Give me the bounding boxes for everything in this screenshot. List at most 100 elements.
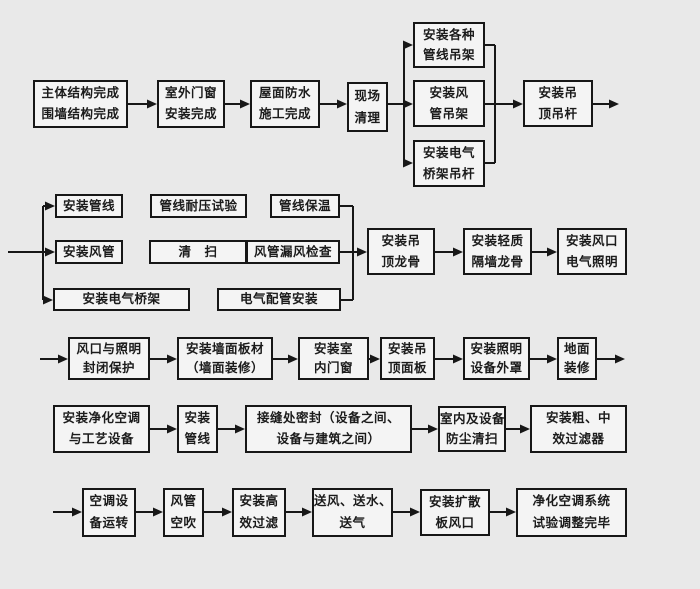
flow-node-label: 管线保温 bbox=[278, 199, 331, 213]
flow-node-install-pipeline-hangers: 安装各种管线吊架 bbox=[413, 22, 485, 68]
arrowhead-icon bbox=[615, 354, 625, 364]
flow-node-label: 地面 bbox=[563, 342, 590, 356]
flow-node-label: 管线耐压试验 bbox=[159, 199, 238, 213]
arrowhead-icon bbox=[506, 507, 516, 517]
flow-node-install-duct-hangers: 安装风管吊架 bbox=[413, 80, 485, 127]
flow-node-label: 室内及设备 bbox=[440, 412, 506, 426]
flow-node-label: 板风口 bbox=[435, 515, 475, 530]
flow-node-label: 安装电气 bbox=[422, 146, 475, 160]
flow-node-install-interior-doors: 安装室内门窗 bbox=[298, 337, 369, 380]
flow-node-label: 顶面板 bbox=[387, 360, 427, 375]
flow-node-label: 安装粗、中 bbox=[545, 411, 611, 425]
arrowhead-icon bbox=[45, 247, 55, 257]
flow-node-label: 隔墙龙骨 bbox=[471, 254, 524, 269]
flow-node-site-cleanup: 现场清理 bbox=[347, 82, 388, 132]
flow-node-install-ceiling-panels: 安装吊顶面板 bbox=[380, 337, 435, 380]
arrowhead-icon bbox=[302, 507, 312, 517]
flow-node-install-partition-keel: 安装轻质隔墙龙骨 bbox=[463, 228, 532, 275]
flow-node-label: 安装风 bbox=[429, 86, 469, 100]
flow-node-label: 接缝处密封（设备之间、 bbox=[256, 411, 400, 425]
flow-node-label: 安装吊 bbox=[387, 342, 427, 356]
flow-node-main-structure-complete: 主体结构完成围墙结构完成 bbox=[33, 80, 128, 128]
flow-node-electrical-conduit-install: 电气配管安装 bbox=[217, 288, 341, 311]
flow-node-label: 桥架吊杆 bbox=[422, 166, 475, 181]
flow-node-exterior-doors-windows-done: 室外门窗安装完成 bbox=[157, 80, 225, 128]
flow-node-label: 管线 bbox=[184, 432, 211, 446]
flow-node-label: 防尘清扫 bbox=[445, 432, 498, 446]
flow-node-label: 安装各种 bbox=[422, 28, 475, 42]
arrowhead-icon bbox=[72, 507, 82, 517]
flow-node-label: 顶龙骨 bbox=[381, 254, 421, 269]
flow-node-label: 清 扫 bbox=[178, 245, 218, 259]
flow-node-install-cable-tray: 安装电气桥架 bbox=[53, 288, 190, 311]
arrowhead-icon bbox=[235, 424, 245, 434]
arrowhead-icon bbox=[58, 354, 68, 364]
flow-node-roof-waterproofing-done: 屋面防水施工完成 bbox=[250, 80, 320, 128]
flow-node-label: 主体结构完成 bbox=[41, 86, 120, 100]
arrowhead-icon bbox=[240, 99, 250, 109]
flow-node-label: 备运转 bbox=[89, 515, 129, 530]
flow-node-label: 净化空调系统 bbox=[532, 494, 611, 508]
flow-node-duct-leak-check: 风管漏风检查 bbox=[246, 240, 340, 264]
flow-node-label: 试验调整完毕 bbox=[532, 515, 611, 530]
flow-node-label: 安装完成 bbox=[164, 107, 217, 121]
flow-node-label: 安装 bbox=[184, 411, 211, 425]
arrowhead-icon bbox=[167, 354, 177, 364]
flow-node-label: 设备外罩 bbox=[470, 360, 523, 375]
flow-node-label: 安装室 bbox=[313, 342, 353, 356]
flow-node-label: 装修 bbox=[563, 360, 590, 375]
flow-node-label: 安装墙面板材 bbox=[185, 342, 264, 356]
flow-node-label: 顶吊杆 bbox=[538, 106, 578, 121]
flow-node-system-test-adjust-complete: 净化空调系统试验调整完毕 bbox=[516, 488, 627, 537]
arrowhead-icon bbox=[547, 247, 557, 257]
flow-node-install-outlets-lighting: 安装风口电气照明 bbox=[557, 228, 627, 275]
flow-node-label: 空吹 bbox=[170, 515, 197, 530]
arrowhead-icon bbox=[403, 40, 413, 50]
flow-node-label: 风管漏风检查 bbox=[253, 245, 332, 259]
flow-node-label: 风管 bbox=[170, 494, 197, 508]
flow-node-label: 设备与建筑之间） bbox=[276, 432, 381, 446]
flow-node-label: 安装风口 bbox=[565, 234, 618, 248]
flow-node-pipeline-insulation: 管线保温 bbox=[270, 194, 340, 218]
arrowhead-icon bbox=[403, 99, 413, 109]
flow-node-pipeline-pressure-test: 管线耐压试验 bbox=[150, 194, 247, 218]
flow-node-label: 安装高 bbox=[239, 494, 279, 508]
flow-node-install-pipelines-2: 安装管线 bbox=[177, 405, 218, 453]
arrowhead-icon bbox=[370, 354, 380, 364]
flow-node-install-ducts: 安装风管 bbox=[55, 240, 123, 264]
arrowhead-icon bbox=[167, 424, 177, 434]
flow-node-install-pipelines: 安装管线 bbox=[55, 194, 123, 218]
flow-node-label: 屋面防水 bbox=[258, 86, 311, 100]
flow-node-install-coarse-medium-filter: 安装粗、中效过滤器 bbox=[530, 405, 627, 453]
arrowhead-icon bbox=[520, 424, 530, 434]
flow-node-label: 安装风管 bbox=[62, 245, 115, 259]
arrowhead-icon bbox=[410, 507, 420, 517]
flow-node-label: 内门窗 bbox=[313, 360, 353, 375]
flow-node-label: 效过滤 bbox=[239, 515, 279, 530]
flow-node-label: 效过滤器 bbox=[552, 432, 605, 446]
flow-node-label: 风口与照明 bbox=[76, 342, 142, 356]
arrowhead-icon bbox=[222, 507, 232, 517]
flow-node-label: 清理 bbox=[354, 111, 381, 125]
flow-node-label: 管吊架 bbox=[429, 106, 469, 121]
flow-node-ac-equipment-running: 空调设备运转 bbox=[82, 488, 136, 537]
flow-node-label: 与工艺设备 bbox=[68, 432, 134, 446]
flow-node-label: 送气 bbox=[339, 515, 366, 530]
arrowhead-icon bbox=[403, 158, 413, 168]
arrowhead-icon bbox=[43, 295, 53, 305]
arrowhead-icon bbox=[453, 354, 463, 364]
arrowhead-icon bbox=[357, 247, 367, 257]
flow-node-label: 施工完成 bbox=[258, 107, 311, 121]
flow-node-label: 电气配管安装 bbox=[239, 292, 318, 306]
flow-node-room-equipment-dust-clean: 室内及设备防尘清扫 bbox=[438, 406, 506, 452]
flow-node-label: 围墙结构完成 bbox=[41, 107, 120, 121]
flow-node-label: 现场 bbox=[354, 89, 381, 103]
flow-node-label: 送风、送水、 bbox=[314, 494, 393, 508]
arrowhead-icon bbox=[288, 354, 298, 364]
arrowhead-icon bbox=[337, 99, 347, 109]
flow-node-label: 空调设 bbox=[89, 494, 129, 508]
flow-node-install-ceiling-rods: 安装吊顶吊杆 bbox=[523, 80, 593, 127]
flow-node-label: 安装轻质 bbox=[471, 234, 524, 248]
flow-node-install-lighting-covers: 安装照明设备外罩 bbox=[463, 337, 530, 380]
